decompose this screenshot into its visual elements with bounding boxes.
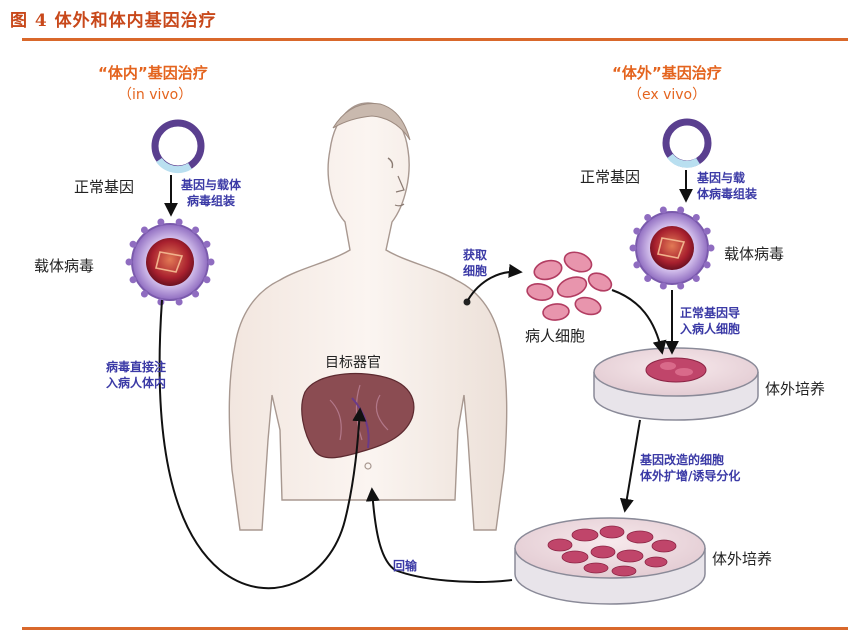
transduce-label: 正常基因导 入病人细胞 <box>680 306 741 336</box>
arrow-icon <box>467 263 523 301</box>
virus-spike <box>125 258 133 266</box>
virus-icon <box>125 218 215 306</box>
virus-spike <box>633 261 641 269</box>
in-vivo-normal-gene-label: 正常基因 <box>74 178 135 196</box>
virus-spike <box>677 282 685 290</box>
patient-cells-label: 病人细胞 <box>525 327 586 345</box>
human-figure <box>228 102 508 531</box>
virus-spike <box>629 244 637 252</box>
expand-label: 基因改造的细胞 体外扩增/诱导分化 <box>640 453 741 483</box>
ex-vivo-subheading: （ex vivo） <box>628 87 707 103</box>
face-detail <box>387 157 394 169</box>
virus-spike <box>692 274 700 282</box>
process-arrows <box>158 170 693 590</box>
in-vivo-heading: “体内”基因治疗 <box>98 64 208 82</box>
arrow-icon <box>158 299 367 590</box>
virus-spike <box>633 227 641 235</box>
in-vivo-injection-label: 病毒直接注 入病人体内 <box>106 360 167 390</box>
figure-title: 图 4 体外和体内基因治疗 <box>10 11 217 31</box>
arrow-icon <box>619 419 641 513</box>
virus-spike <box>659 282 667 290</box>
virus-spike <box>203 276 211 284</box>
arrow-icon <box>365 487 513 583</box>
ex-vivo-vector-virus-label: 载体病毒 <box>724 245 785 263</box>
plasmid-icon <box>662 118 712 168</box>
virus-spike <box>703 261 711 269</box>
virus-spike <box>692 214 700 222</box>
plasmid-icon <box>151 119 205 174</box>
virus-spike <box>157 218 165 226</box>
ex-vivo-assembly-label: 基因与载 体病毒组装 <box>697 171 758 201</box>
virus-spike <box>129 240 137 248</box>
hair <box>332 103 411 141</box>
navel <box>364 462 372 470</box>
virus-spike <box>175 298 183 306</box>
reinfuse-label: 回输 <box>393 559 418 573</box>
virus-spike <box>207 258 215 266</box>
virus-icon <box>629 206 715 290</box>
virus-spike <box>659 206 667 214</box>
virus-spike <box>203 240 211 248</box>
target-organ-label: 目标器官 <box>325 355 381 371</box>
top-divider <box>22 38 848 41</box>
virus-spike <box>644 214 652 222</box>
culture-label-2: 体外培养 <box>712 550 773 568</box>
virus-spike <box>140 226 148 234</box>
virus-spike <box>644 274 652 282</box>
virus-spike <box>192 290 200 298</box>
petri-dish-icon <box>593 347 759 421</box>
in-vivo-vector-virus-label: 载体病毒 <box>34 257 95 275</box>
ex-vivo-heading: “体外”基因治疗 <box>612 64 722 82</box>
virus-spike <box>192 226 200 234</box>
ex-vivo-normal-gene-label: 正常基因 <box>580 168 641 186</box>
culture-label-1: 体外培养 <box>765 380 826 398</box>
virus-spike <box>677 206 685 214</box>
virus-spike <box>140 290 148 298</box>
in-vivo-assembly-label: 基因与载体 病毒组装 <box>181 178 242 208</box>
bottom-divider <box>22 627 848 630</box>
virus-spike <box>175 218 183 226</box>
virus-spike <box>707 244 715 252</box>
in-vivo-subheading: （in vivo） <box>118 87 193 103</box>
virus-spike <box>129 276 137 284</box>
virus-spike <box>703 227 711 235</box>
shoulder-point <box>463 298 471 306</box>
harvest-cells-label: 获取 细胞 <box>463 248 488 278</box>
petri-dish-icon <box>514 517 706 605</box>
arrow-icon <box>611 289 667 355</box>
cells-icon <box>526 251 613 321</box>
